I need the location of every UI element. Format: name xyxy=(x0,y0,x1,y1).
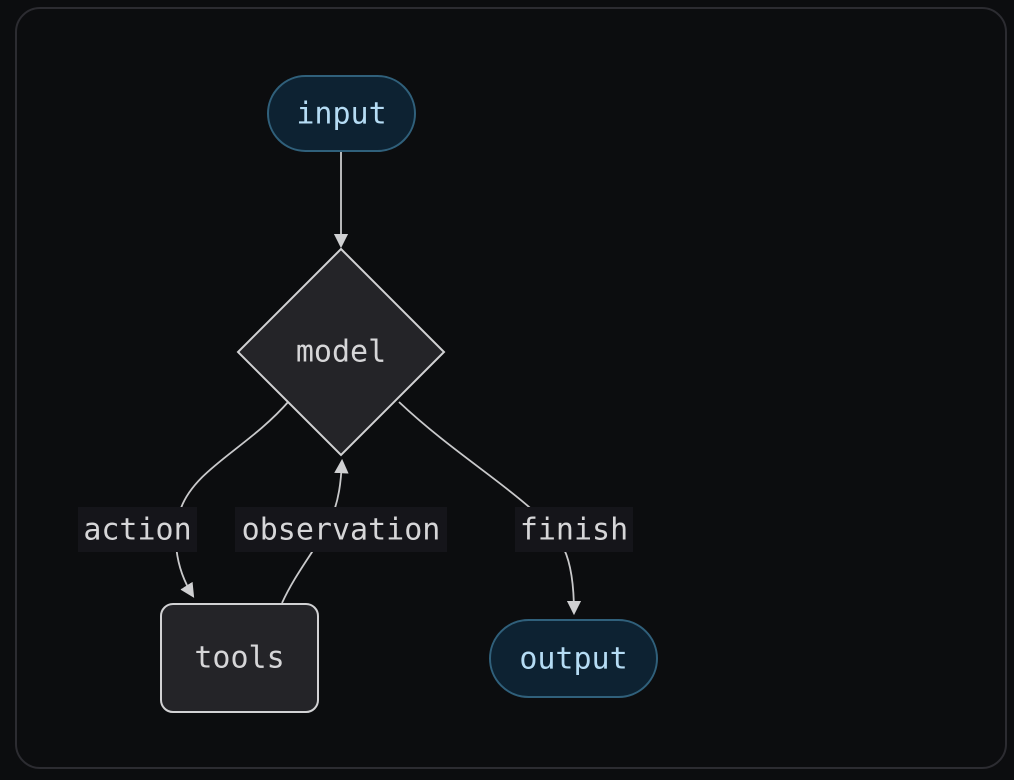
edge-label-finish-text: finish xyxy=(520,513,628,548)
edge-model-to-tools-action xyxy=(174,400,290,598)
node-tools-shape xyxy=(160,603,319,713)
edge-label-observation: observation xyxy=(235,507,447,552)
node-tools-label: tools xyxy=(194,641,284,676)
node-input-shape xyxy=(267,75,416,152)
edge-label-finish-bg xyxy=(515,507,633,552)
node-output: output xyxy=(489,619,658,698)
edge-label-observation-bg xyxy=(235,507,447,552)
node-output-label: output xyxy=(519,642,627,677)
node-model-shape xyxy=(236,247,446,457)
node-input: input xyxy=(267,75,416,152)
edge-label-action: action xyxy=(78,507,197,552)
edge-label-action-text: action xyxy=(83,513,191,548)
node-input-label: input xyxy=(296,97,386,132)
node-tools: tools xyxy=(160,603,319,713)
edge-label-observation-text: observation xyxy=(242,513,441,548)
node-model-label: model xyxy=(296,335,386,370)
edge-label-finish: finish xyxy=(515,507,633,552)
edge-label-action-bg xyxy=(78,507,197,552)
outer-frame-border xyxy=(15,7,1007,769)
node-model: model xyxy=(236,247,446,457)
node-output-shape xyxy=(489,619,658,698)
